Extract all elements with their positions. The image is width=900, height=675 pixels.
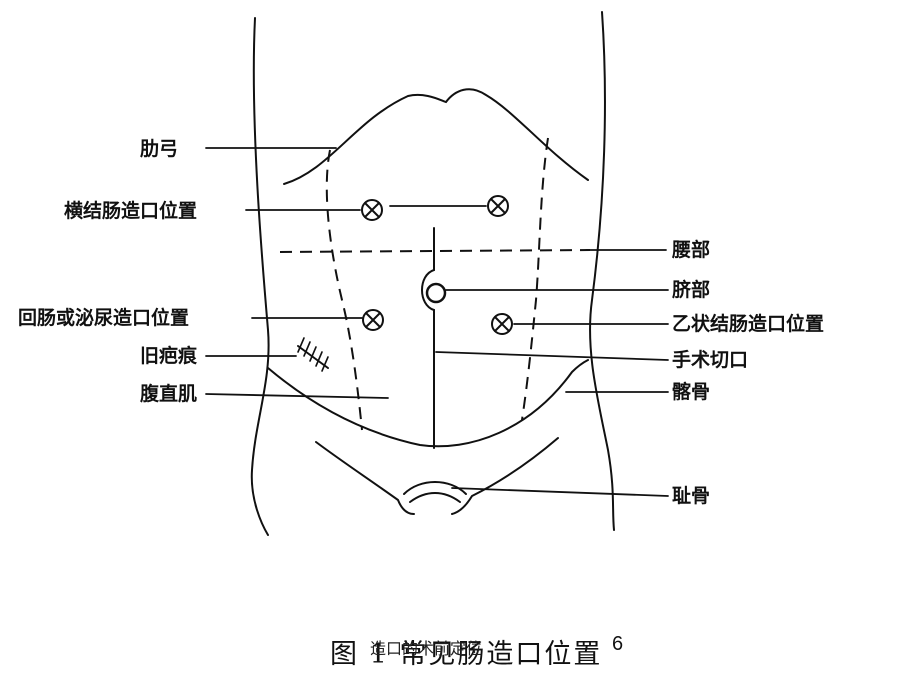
- pubic-arc: [403, 481, 467, 495]
- label-lumbar: 腰部: [672, 239, 711, 261]
- page-number: 6: [612, 633, 624, 655]
- torso-left-outline: [250, 17, 270, 536]
- figure-caption: 图 1 常见肠造口位置: [330, 639, 603, 670]
- stoma-sigmoid: [491, 313, 513, 335]
- label-costal-arch: 肋弓: [140, 138, 179, 160]
- rib-cage-arch: [283, 88, 589, 185]
- torso-right-outline: [589, 11, 615, 531]
- leader-pubis: [451, 487, 669, 497]
- label-transverse-colostomy: 横结肠造口位置: [64, 200, 198, 222]
- surgical-incision-line: [421, 227, 435, 449]
- groin-right-line: [451, 437, 559, 515]
- stoma-transverse-left: [487, 195, 509, 217]
- pubic-arc-inner: [409, 492, 461, 503]
- umbilicus-ring: [425, 282, 447, 304]
- groin-left-line: [315, 441, 415, 515]
- label-sigmoid-colostomy: 乙状结肠造口位置: [672, 313, 825, 335]
- lumbar-dashed-line: [279, 249, 591, 253]
- scar-line: [297, 345, 329, 369]
- label-surgical-incision: 手术切口: [672, 349, 749, 371]
- label-pubis: 耻骨: [672, 485, 711, 507]
- scar-stitches: [297, 337, 329, 372]
- label-rectus-abdominis: 腹直肌: [140, 383, 198, 405]
- leader-rectus: [205, 393, 389, 399]
- rectus-left-dashed: [325, 149, 363, 431]
- label-ilium: 髂骨: [672, 381, 711, 403]
- label-ileostomy-urostomy: 回肠或泌尿造口位置: [18, 307, 190, 329]
- rectus-right-dashed: [521, 137, 549, 421]
- pelvis-curve: [267, 359, 589, 448]
- leader-incision: [435, 351, 669, 361]
- stoma-transverse-right: [361, 199, 383, 221]
- label-old-scar: 旧疤痕: [140, 345, 198, 367]
- stoma-ileostomy: [362, 309, 384, 331]
- label-umbilicus: 脐部: [672, 279, 711, 301]
- overlay-title: 造口的术前定位: [370, 639, 483, 658]
